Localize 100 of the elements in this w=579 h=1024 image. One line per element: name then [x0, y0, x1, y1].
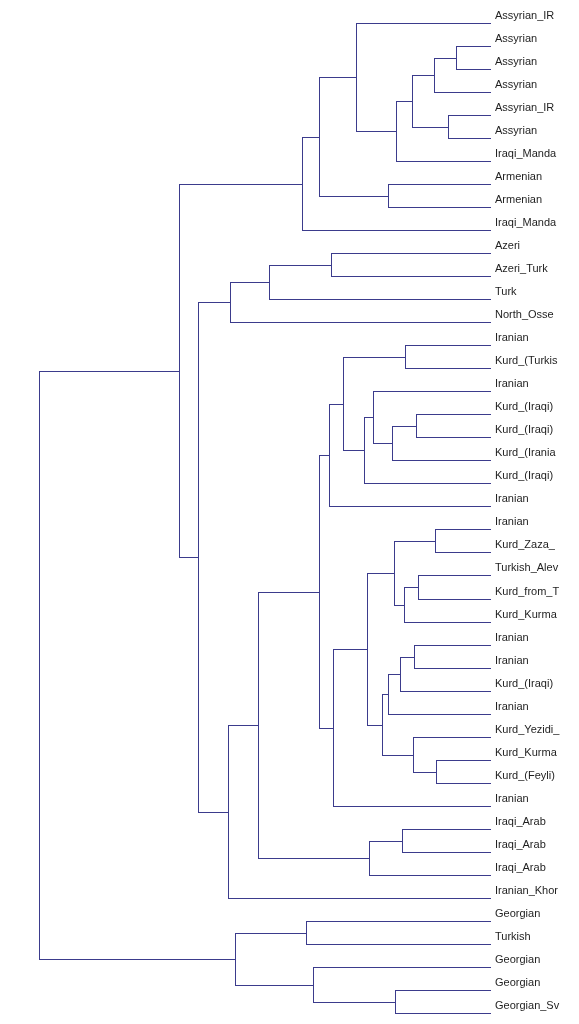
taxon-label: Turkish_Alev — [491, 561, 559, 578]
branch-line — [331, 253, 492, 254]
branch-line — [302, 230, 492, 231]
taxon-label: Assyrian — [491, 32, 538, 49]
branch-line — [356, 23, 492, 24]
branch-line — [405, 368, 492, 369]
taxon-label: Iranian — [491, 515, 529, 532]
branch-line — [343, 450, 365, 451]
branch-line — [413, 772, 437, 773]
branch-line — [258, 858, 370, 859]
branch-line — [416, 437, 492, 438]
branch-line — [39, 959, 236, 960]
taxon-label: Iraqi_Manda — [491, 216, 557, 233]
taxon-label: Iraqi_Arab — [491, 815, 546, 832]
branch-line — [302, 137, 320, 138]
branch-line — [319, 196, 389, 197]
branch-line — [179, 184, 303, 185]
taxon-label: Iranian — [491, 792, 529, 809]
branch-line — [404, 622, 492, 623]
branch-line — [319, 77, 357, 78]
taxon-label: Iranian — [491, 631, 529, 648]
branch-line — [392, 426, 417, 427]
branch-line — [373, 443, 393, 444]
branch-line — [367, 725, 383, 726]
branch-line — [364, 417, 374, 418]
taxon-label: Kurd_(Iraqi) — [491, 423, 554, 440]
branch-line — [405, 345, 492, 346]
branch-line — [412, 75, 435, 76]
branch-line — [179, 557, 199, 558]
taxon-label: Turk — [491, 285, 517, 302]
taxon-label: North_Osse — [491, 308, 554, 325]
branch-line — [456, 69, 492, 70]
taxon-label: Assyrian — [491, 124, 538, 141]
branch-line — [402, 829, 492, 830]
branch-line — [329, 404, 344, 405]
taxon-label: Iraqi_Arab — [491, 861, 546, 878]
branch-line — [382, 694, 389, 695]
branch-line — [434, 58, 457, 59]
branch-line — [306, 944, 492, 945]
branch-line — [414, 668, 492, 669]
taxon-label: Armenian — [491, 193, 543, 210]
branch-line — [269, 265, 332, 266]
taxon-label: Kurd_(Iraqi) — [491, 469, 554, 486]
taxon-label: Georgian_Sv — [491, 999, 560, 1016]
branch-line — [392, 460, 492, 461]
branch-line — [331, 276, 492, 277]
taxon-label: Armenian — [491, 170, 543, 187]
branch-line — [396, 161, 492, 162]
branch-line — [373, 391, 492, 392]
branch-line — [436, 783, 492, 784]
taxon-label: Assyrian — [491, 55, 538, 72]
branch-line — [369, 875, 492, 876]
branch-line — [333, 806, 492, 807]
branch-line — [343, 357, 406, 358]
branch-line — [400, 657, 415, 658]
branch-line — [413, 737, 492, 738]
branch-line — [456, 46, 492, 47]
branch-line — [418, 575, 492, 576]
branch-line — [436, 760, 492, 761]
branch-line — [313, 967, 492, 968]
taxon-label: Georgian — [491, 953, 541, 970]
branch-line — [258, 592, 320, 593]
branch-line — [434, 92, 492, 93]
taxon-label: Kurd_Yezidi_ — [491, 723, 560, 740]
branch-line — [435, 529, 492, 530]
branch-line — [306, 921, 492, 922]
branch-line — [39, 371, 180, 372]
taxon-label: Kurd_from_T — [491, 585, 560, 602]
branch-line — [394, 605, 405, 606]
taxon-label: Assyrian_IR — [491, 101, 555, 118]
branch-line — [235, 985, 314, 986]
taxon-label: Iraqi_Manda — [491, 147, 557, 164]
taxon-label: Assyrian_IR — [491, 9, 555, 26]
branch-line — [198, 302, 231, 303]
branch-line — [319, 455, 330, 456]
branch-line — [388, 184, 492, 185]
branch-line — [356, 131, 397, 132]
branch-line — [402, 852, 492, 853]
branch-line — [448, 115, 492, 116]
branch-line — [394, 541, 436, 542]
branch-line — [388, 674, 401, 675]
taxon-label: Georgian — [491, 907, 541, 924]
taxon-label: Kurd_(Feyli) — [491, 769, 555, 786]
branch-line — [418, 599, 492, 600]
taxon-label: Kurd_Kurma — [491, 746, 557, 763]
branch-line — [395, 990, 492, 991]
branch-line — [448, 138, 492, 139]
branch-line — [367, 573, 395, 574]
branch-line — [313, 1002, 396, 1003]
taxon-label: Assyrian — [491, 78, 538, 95]
branch-line — [395, 1013, 492, 1014]
taxon-label: Azeri_Turk — [491, 262, 548, 279]
taxon-label: Kurd_Kurma — [491, 608, 557, 625]
taxon-label: Georgian — [491, 976, 541, 993]
taxon-label: Kurd_(Irania — [491, 446, 556, 463]
branch-line — [228, 898, 492, 899]
branch-line — [382, 755, 414, 756]
branch-line — [396, 101, 413, 102]
taxon-label: Kurd_(Iraqi) — [491, 677, 554, 694]
branch-line — [412, 127, 449, 128]
